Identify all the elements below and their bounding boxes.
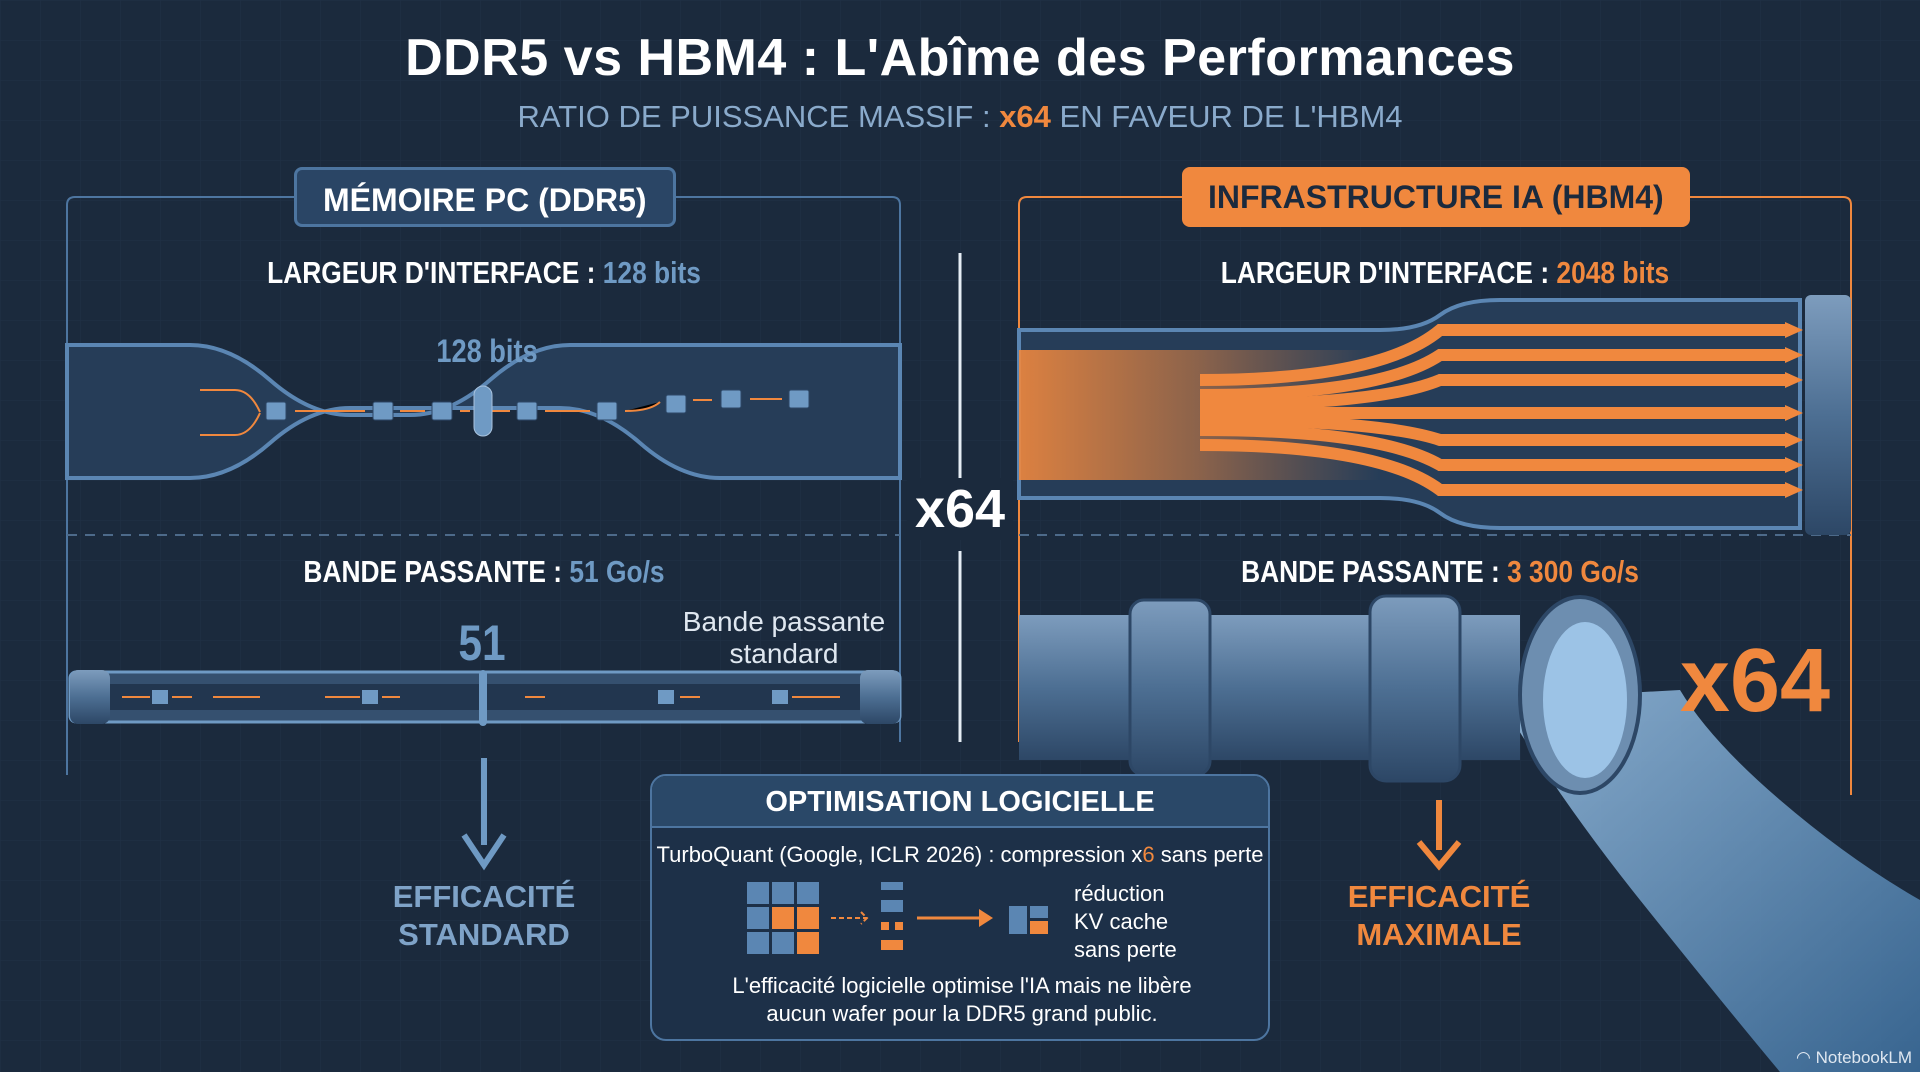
- optimization-title: OPTIMISATION LOGICIELLE: [652, 776, 1268, 828]
- note-line: Bande passante: [682, 606, 886, 637]
- ddr5-bandwidth: BANDE PASSANTE : 51 Go/s: [303, 554, 664, 590]
- label: BANDE PASSANTE :: [1241, 554, 1508, 589]
- ddr5-interface-width: LARGEUR D'INTERFACE : 128 bits: [267, 255, 701, 291]
- hbm4-bandwidth: BANDE PASSANTE : 3 300 Go/s: [1241, 554, 1639, 590]
- label: BANDE PASSANTE :: [303, 554, 570, 589]
- ddr5-bus-label: 128 bits: [436, 333, 538, 369]
- watermark: ◠ NotebookLM: [1796, 1048, 1912, 1068]
- notebooklm-logo-icon: ◠: [1796, 1048, 1816, 1067]
- watermark-text: NotebookLM: [1815, 1048, 1912, 1067]
- kv-compression-icon: [747, 882, 1048, 954]
- ddr5-panel-label: MÉMOIRE PC (DDR5): [294, 167, 676, 227]
- ddr5-pipe-value: 51: [458, 615, 506, 671]
- hbm4-bus-diagram: [1017, 295, 1851, 535]
- turboquant-line: TurboQuant (Google, ICLR 2026) : compres…: [652, 842, 1268, 868]
- eff-line: MAXIMALE: [1356, 917, 1522, 952]
- hbm4-interface-width: LARGEUR D'INTERFACE : 2048 bits: [1221, 255, 1669, 291]
- eff-line: STANDARD: [398, 917, 570, 952]
- label: LARGEUR D'INTERFACE :: [267, 255, 603, 290]
- subtitle-suffix: EN FAVEUR DE L'HBM4: [1050, 99, 1403, 134]
- ddr5-panel-frame: [66, 196, 901, 775]
- hbm4-bandwidth-pipe: [1019, 594, 1920, 1072]
- highlight: 6: [1142, 842, 1155, 867]
- kv-line: sans perte: [1074, 937, 1177, 962]
- value: 2048 bits: [1556, 255, 1670, 290]
- text: sans perte: [1154, 842, 1264, 867]
- software-optimization-box: OPTIMISATION LOGICIELLE TurboQuant (Goog…: [650, 774, 1270, 1041]
- optimization-footnote: L'efficacité logicielle optimise l'IA ma…: [652, 972, 1268, 1028]
- label: LARGEUR D'INTERFACE :: [1220, 255, 1557, 290]
- page-subtitle: RATIO DE PUISSANCE MASSIF : x64 EN FAVEU…: [517, 99, 1402, 135]
- center-ratio: x64: [906, 478, 1014, 540]
- eff-line: EFFICACITÉ: [1347, 879, 1531, 914]
- hbm4-ratio: x64: [1679, 631, 1831, 731]
- hbm4-panel-label: INFRASTRUCTURE IA (HBM4): [1182, 167, 1690, 227]
- subtitle-ratio: x64: [999, 99, 1051, 134]
- value: 128 bits: [602, 255, 701, 290]
- ddr5-down-arrow-icon: [461, 758, 507, 871]
- text: TurboQuant (Google, ICLR 2026) : compres…: [656, 842, 1143, 867]
- foot-line: aucun wafer pour la DDR5 grand public.: [766, 1001, 1158, 1026]
- kv-line: KV cache: [1074, 909, 1169, 934]
- kv-line: réduction: [1074, 881, 1165, 906]
- foot-line: L'efficacité logicielle optimise l'IA ma…: [732, 973, 1192, 998]
- value: 51 Go/s: [569, 554, 665, 589]
- subtitle-prefix: RATIO DE PUISSANCE MASSIF :: [517, 99, 1000, 134]
- kv-cache-note: réduction KV cache sans perte: [1074, 880, 1177, 964]
- hbm4-down-arrow-icon: [1416, 800, 1462, 871]
- ddr5-bus-diagram: [65, 343, 902, 480]
- hbm4-panel-frame: [1018, 196, 1852, 795]
- value: 3 300 Go/s: [1507, 554, 1639, 589]
- page-title: DDR5 vs HBM4 : L'Abîme des Performances: [405, 29, 1515, 87]
- ddr5-bandwidth-pipe: [68, 670, 902, 726]
- note-line: standard: [729, 638, 839, 669]
- eff-line: EFFICACITÉ: [392, 879, 576, 914]
